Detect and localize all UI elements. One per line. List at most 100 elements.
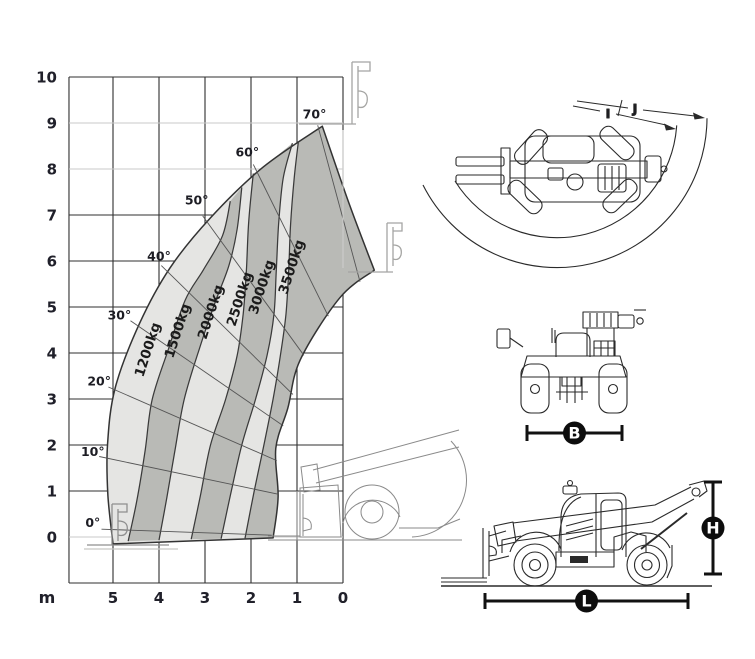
angle-label-20°: 20° (87, 374, 111, 389)
fork-plate (386, 223, 394, 272)
wheel-rear-left (507, 179, 543, 215)
cab-hatch-lines (565, 518, 594, 541)
y-tick-9: 9 (47, 115, 57, 133)
fork-tab (387, 222, 403, 232)
boom-head (493, 521, 517, 547)
model-plate (570, 556, 588, 563)
hub-left (529, 383, 541, 395)
x-tick-4: 4 (154, 589, 164, 607)
zone-boundary-0 (127, 201, 231, 542)
angle-label-30°: 30° (108, 307, 132, 322)
front-wheel (344, 484, 400, 540)
zone-fill-dark-0 (128, 187, 242, 542)
rear-view: B (496, 309, 646, 445)
length-dimension: L (483, 589, 690, 613)
fork-upper (455, 156, 505, 167)
y-tick-4: 4 (47, 345, 57, 363)
angle-line-70° (317, 125, 361, 282)
width-dimension: B (525, 421, 624, 445)
x-tick-5: 5 (108, 589, 118, 607)
fork-tab (352, 61, 371, 72)
height-dimension: H (701, 480, 725, 576)
x-tick-1: 1 (292, 589, 302, 607)
wheel-left (520, 363, 550, 414)
angle-label-0°: 0° (85, 515, 100, 530)
chassis-line (399, 518, 461, 529)
carriage-links (488, 530, 510, 562)
y-tick-5: 5 (47, 299, 57, 317)
front-fender (509, 531, 562, 553)
fork-hook (392, 244, 402, 261)
boom-pivot (691, 487, 701, 497)
x-tick-0: 0 (338, 589, 348, 607)
fork-icon-zero-degrees (84, 503, 178, 550)
cab-roof (555, 332, 591, 357)
angle-label-10°: 10° (81, 444, 105, 459)
fork-tab (112, 503, 128, 513)
machine-outline-sketch (268, 429, 467, 541)
dimension-end-ticks (525, 425, 624, 441)
rear-tyre (626, 544, 668, 586)
angle-line-0° (101, 528, 272, 536)
y-tick-0: 0 (47, 529, 57, 547)
attachment-pin (636, 317, 644, 325)
zone-boundary-1 (158, 187, 243, 541)
zone-boundary-4 (244, 141, 300, 539)
turn-radius-outer-label: J (632, 102, 637, 116)
cab-block (542, 135, 595, 164)
door-arc (411, 440, 467, 538)
y-tick-1: 1 (47, 483, 57, 501)
y-tick-3: 3 (47, 391, 57, 409)
fender-arc (342, 499, 401, 524)
x-tick-2: 2 (246, 589, 256, 607)
turning-arc-outer (422, 118, 708, 269)
rear-frame (666, 545, 673, 579)
body-outline (520, 355, 627, 378)
fork-plate (351, 62, 359, 124)
leader-line-inner (572, 105, 667, 126)
roof-beacon (562, 485, 578, 495)
arrowhead-inner (664, 123, 676, 131)
turn-radius-inner-label: I (606, 107, 610, 121)
dimension-end-ticks (704, 480, 722, 576)
chart-decor (84, 61, 467, 550)
boom (509, 160, 648, 179)
engine-hood (613, 531, 647, 552)
fork-icon-max-reach (348, 222, 403, 273)
boom-lines (312, 429, 460, 484)
boom-rear-frame (582, 311, 619, 329)
fork-icon-top (299, 61, 371, 125)
rear-hub (641, 559, 653, 571)
dimension-end-ticks (483, 593, 690, 609)
fork-blade (441, 577, 487, 583)
angle-line-40° (160, 265, 294, 395)
carriage (296, 491, 304, 540)
pivot-pin (660, 165, 668, 173)
x-axis-unit: m (39, 588, 56, 607)
chassis-belly (555, 551, 615, 568)
y-tick-2: 2 (47, 437, 57, 455)
mirror (496, 328, 511, 349)
cab-outline (560, 492, 627, 557)
angle-line-10° (99, 456, 279, 495)
fork-hook (117, 520, 128, 537)
fork-lower (455, 174, 505, 185)
exhaust-stack (551, 328, 556, 343)
angle-line-20° (108, 386, 277, 462)
wheel-rear-right (602, 178, 638, 214)
wheel-front-left (514, 129, 548, 165)
lift-cylinder (640, 512, 688, 550)
y-tick-6: 6 (47, 253, 57, 271)
zone-boundary-2 (190, 173, 254, 540)
angle-line-30° (130, 320, 284, 427)
hub-right (607, 383, 619, 395)
hitch-block (561, 376, 582, 387)
x-tick-3: 3 (200, 589, 210, 607)
boom-frame-ribs (589, 313, 612, 327)
dimension-badge (563, 421, 586, 445)
angle-line-50° (202, 215, 305, 356)
front-tyre (513, 543, 557, 587)
